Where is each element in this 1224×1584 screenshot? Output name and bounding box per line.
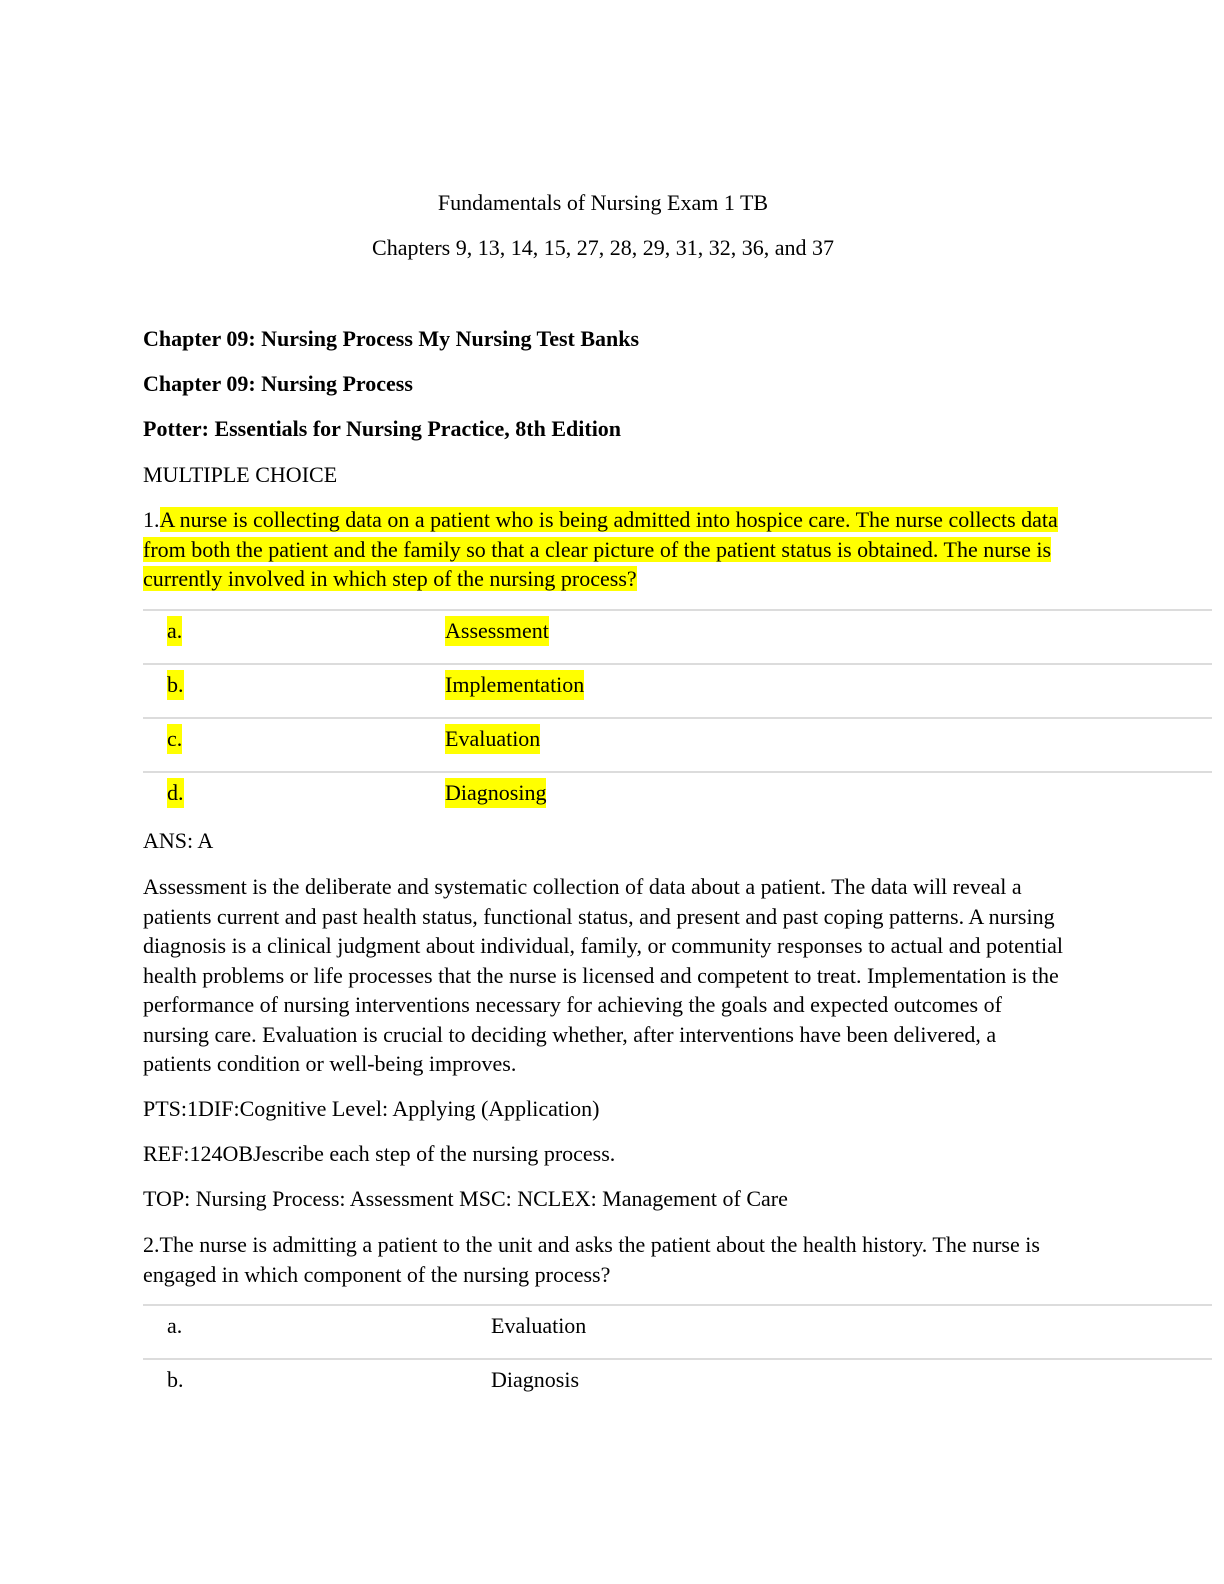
- question-1-points: PTS:1DIF:Cognitive Level: Applying (Appl…: [143, 1096, 600, 1121]
- question-2-number: 2.: [143, 1232, 160, 1257]
- question-1-answer: ANS: A: [143, 828, 214, 853]
- choice-text: Evaluation: [445, 724, 541, 754]
- book-title: Potter: Essentials for Nursing Practice,…: [143, 416, 622, 441]
- question-1-text: A nurse is collecting data on a patient …: [143, 507, 1058, 591]
- choice-letter: b.: [167, 1367, 184, 1392]
- choice-text: Diagnosing: [445, 778, 547, 808]
- question-1-topic: TOP: Nursing Process: Assessment MSC: NC…: [143, 1186, 788, 1211]
- question-2-choice-a[interactable]: a. Evaluation: [143, 1304, 1212, 1360]
- choice-letter: c.: [167, 724, 183, 754]
- document-subtitle: Chapters 9, 13, 14, 15, 27, 28, 29, 31, …: [372, 235, 834, 260]
- question-1-rationale: Assessment is the deliberate and systema…: [143, 874, 1063, 1076]
- question-1-reference: REF:124OBJescribe each step of the nursi…: [143, 1141, 616, 1166]
- choice-text: Diagnosis: [491, 1367, 579, 1392]
- question-1-stem: 1.A nurse is collecting data on a patien…: [143, 505, 1063, 594]
- section-heading: MULTIPLE CHOICE: [143, 462, 338, 487]
- question-1-choice-c[interactable]: c. Evaluation: [143, 717, 1212, 773]
- question-1-choice-b[interactable]: b. Implementation: [143, 663, 1212, 719]
- choice-text: Evaluation: [491, 1313, 587, 1338]
- chapter-subheading: Chapter 09: Nursing Process: [143, 371, 413, 396]
- question-1-choice-a[interactable]: a. Assessment: [143, 609, 1212, 665]
- choice-letter: a.: [167, 1313, 183, 1338]
- document-title: Fundamentals of Nursing Exam 1 TB: [437, 190, 769, 215]
- choice-text: Implementation: [445, 670, 585, 700]
- choice-letter: d.: [167, 778, 184, 808]
- choice-text: Assessment: [445, 616, 549, 646]
- question-2-choice-b[interactable]: b. Diagnosis: [143, 1358, 1212, 1414]
- question-1-choice-d[interactable]: d. Diagnosing: [143, 771, 1212, 827]
- choice-letter: a.: [167, 616, 183, 646]
- question-2-stem: 2.The nurse is admitting a patient to th…: [143, 1230, 1063, 1289]
- choice-letter: b.: [167, 670, 184, 700]
- question-1-number: 1.: [143, 507, 160, 532]
- question-2-text: The nurse is admitting a patient to the …: [143, 1232, 1040, 1287]
- chapter-heading: Chapter 09: Nursing Process My Nursing T…: [143, 326, 640, 351]
